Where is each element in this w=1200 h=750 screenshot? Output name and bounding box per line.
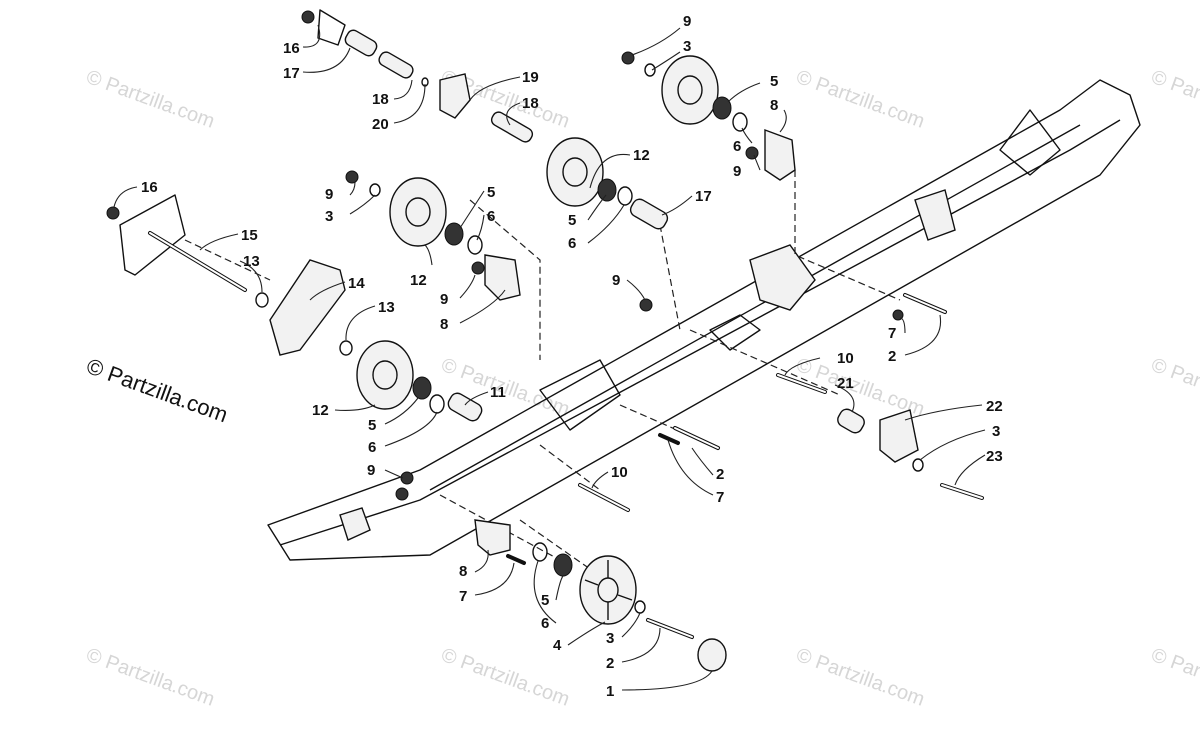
watermark: © Partzilla.com <box>1148 644 1200 711</box>
watermark: © Partzilla.com <box>83 644 217 711</box>
watermark: © Partzilla.com <box>1148 354 1200 421</box>
watermark: © Partzilla.com <box>438 644 572 711</box>
callout-label: 9 <box>683 13 691 30</box>
tube-17-mid <box>629 198 669 230</box>
nuts <box>106 10 904 501</box>
callout-label: 22 <box>986 398 1003 415</box>
watermark: © Partzilla.com <box>83 66 217 133</box>
callout-label: 7 <box>888 325 896 342</box>
callout-label: 14 <box>348 275 365 292</box>
idler-wheel-12-top <box>661 55 719 125</box>
callout-label: 6 <box>568 235 576 252</box>
callout-label: 3 <box>992 423 1000 440</box>
callout-label: 3 <box>606 630 614 647</box>
callout-label: 9 <box>367 462 375 479</box>
callout-label: 18 <box>372 91 389 108</box>
callout-label: 12 <box>633 147 650 164</box>
idler-wheel-12-left <box>389 177 447 247</box>
watermark: © Partzilla.com <box>793 66 927 133</box>
callout-label: 19 <box>522 69 539 86</box>
callout-label: 13 <box>378 299 395 316</box>
callout-label: 13 <box>243 253 260 270</box>
cap-1 <box>697 638 727 672</box>
callout-label: 5 <box>368 417 376 434</box>
tube-18-top <box>378 51 414 79</box>
callout-label: 18 <box>522 95 539 112</box>
watermark: © Partzilla.com <box>1148 66 1200 133</box>
callout-label: 21 <box>837 375 854 392</box>
callout-label: 2 <box>716 466 724 483</box>
callout-label: 6 <box>541 615 549 632</box>
callout-label: 12 <box>312 402 329 419</box>
idler-wheel-12-low <box>356 340 414 410</box>
callout-label: 20 <box>372 116 389 133</box>
callout-label: 11 <box>490 384 506 401</box>
callout-label: 8 <box>440 316 448 333</box>
callout-label: 4 <box>553 637 562 654</box>
callout-label: 16 <box>283 40 300 57</box>
idler-wheel-4 <box>579 555 637 625</box>
tube-11 <box>447 392 483 422</box>
callout-label: 9 <box>440 291 448 308</box>
callout-label: 9 <box>733 163 741 180</box>
callout-label: 9 <box>612 272 620 289</box>
side-plate-left <box>119 194 186 276</box>
callout-label: 5 <box>568 212 576 229</box>
callout-label: 6 <box>487 208 495 225</box>
side-plate-top <box>317 9 346 46</box>
callout-label: 8 <box>770 97 778 114</box>
tube-17-top <box>344 29 378 57</box>
suspension-rail <box>267 79 1141 561</box>
bolts <box>506 293 984 639</box>
arm-14 <box>269 259 346 356</box>
bracket-22 <box>879 409 919 463</box>
tube-21 <box>837 408 865 434</box>
callout-label: 16 <box>141 179 158 196</box>
callout-label: 15 <box>241 227 258 244</box>
idler-wheel-12-mid <box>546 137 604 207</box>
callout-label: 5 <box>487 184 495 201</box>
callout-label: 1 <box>606 683 614 700</box>
callout-label: 5 <box>770 73 778 90</box>
callout-label: 2 <box>606 655 614 672</box>
callout-label: 2 <box>888 348 896 365</box>
callout-label: 7 <box>716 489 724 506</box>
callout-label: 17 <box>695 188 712 205</box>
callout-label: 6 <box>733 138 741 155</box>
callout-label: 5 <box>541 592 549 609</box>
callout-label: 3 <box>683 38 691 55</box>
arm-19 <box>439 73 471 119</box>
watermark: © Partzilla.com <box>793 644 927 711</box>
callout-label: 6 <box>368 439 376 456</box>
callout-leaders <box>113 24 986 691</box>
bracket-8-top <box>764 128 796 181</box>
callout-label: 9 <box>325 186 333 203</box>
callout-label: 12 <box>410 272 427 289</box>
bearings <box>412 96 732 577</box>
brand-label: © Partzilla.com <box>83 353 231 427</box>
callout-label: 8 <box>459 563 467 580</box>
callout-labels: 16 17 18 20 19 18 9 3 5 8 6 9 12 16 9 3 … <box>141 13 1003 700</box>
bracket-8-low <box>474 519 511 556</box>
callout-label: 23 <box>986 448 1003 465</box>
callout-label: 3 <box>325 208 333 225</box>
callout-label: 7 <box>459 588 467 605</box>
tube-18-mid <box>490 111 534 143</box>
callout-label: 10 <box>837 350 854 367</box>
bracket-8-mid <box>484 254 521 301</box>
callout-label: 10 <box>611 464 628 481</box>
callout-label: 17 <box>283 65 300 82</box>
